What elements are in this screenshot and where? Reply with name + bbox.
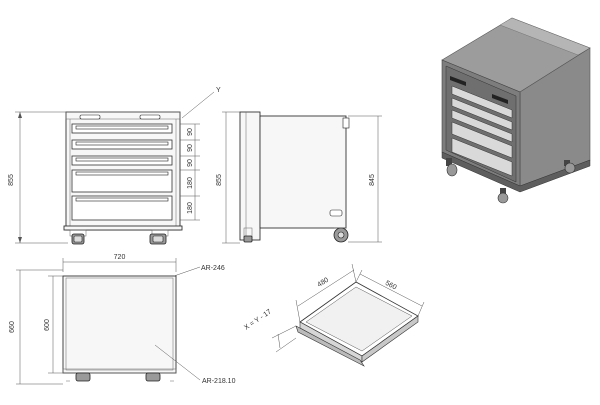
top-depth-inner-label: 600 <box>44 319 51 331</box>
top-view: 720 660 600 AR-246 AR-218.10 <box>9 254 236 385</box>
iso-wheel-front-left <box>446 163 458 177</box>
drawer-5-height: 180 <box>187 202 194 214</box>
iso-wheel-back-right <box>564 162 576 174</box>
drawer-detail-view: 480 560 X = Y - 17 <box>243 263 425 367</box>
section-y-label: Y <box>216 87 221 94</box>
drawer-width-label: 560 <box>384 280 398 292</box>
side-wheel-left <box>243 235 253 243</box>
drawer-1-height: 90 <box>187 128 194 136</box>
front-top-handle-right <box>139 114 161 120</box>
iso-wheel-front-right <box>497 192 509 204</box>
iso-drawer-2 <box>451 97 513 131</box>
side-height-label: 855 <box>216 174 223 186</box>
iso-drawer-1 <box>451 85 513 119</box>
side-view: 855 845 <box>216 111 382 244</box>
top-view-wheel-left <box>75 372 91 382</box>
drawer-3-height: 90 <box>187 159 194 167</box>
drawer-2-height: 90 <box>187 144 194 152</box>
drawer-front-lip <box>295 325 365 367</box>
side-lock <box>342 117 350 129</box>
side-cabinet-body <box>259 115 347 229</box>
side-inner-height-label: 845 <box>369 174 376 186</box>
ref-ar-246: AR-246 <box>201 265 225 272</box>
top-depth-outer-label: 660 <box>9 321 16 333</box>
drawer-formula-label: X = Y - 17 <box>243 308 273 331</box>
front-top-handle-left <box>79 114 101 120</box>
side-door-panel <box>239 111 261 241</box>
drawer-4-height: 180 <box>187 177 194 189</box>
front-height-label: 855 <box>8 174 15 186</box>
front-drawer-4 <box>71 169 173 193</box>
iso-drawer-3 <box>451 109 513 143</box>
top-view-body <box>62 275 177 374</box>
top-width-label: 720 <box>114 254 126 261</box>
top-view-wheel-right <box>145 372 161 382</box>
isometric-view <box>441 17 591 204</box>
side-handle <box>329 209 343 217</box>
front-view: 855 90 90 <box>8 87 221 245</box>
iso-drawer-4 <box>451 121 513 159</box>
ref-ar-218-10: AR-218.10 <box>202 378 236 385</box>
iso-drawer-5 <box>451 137 513 177</box>
